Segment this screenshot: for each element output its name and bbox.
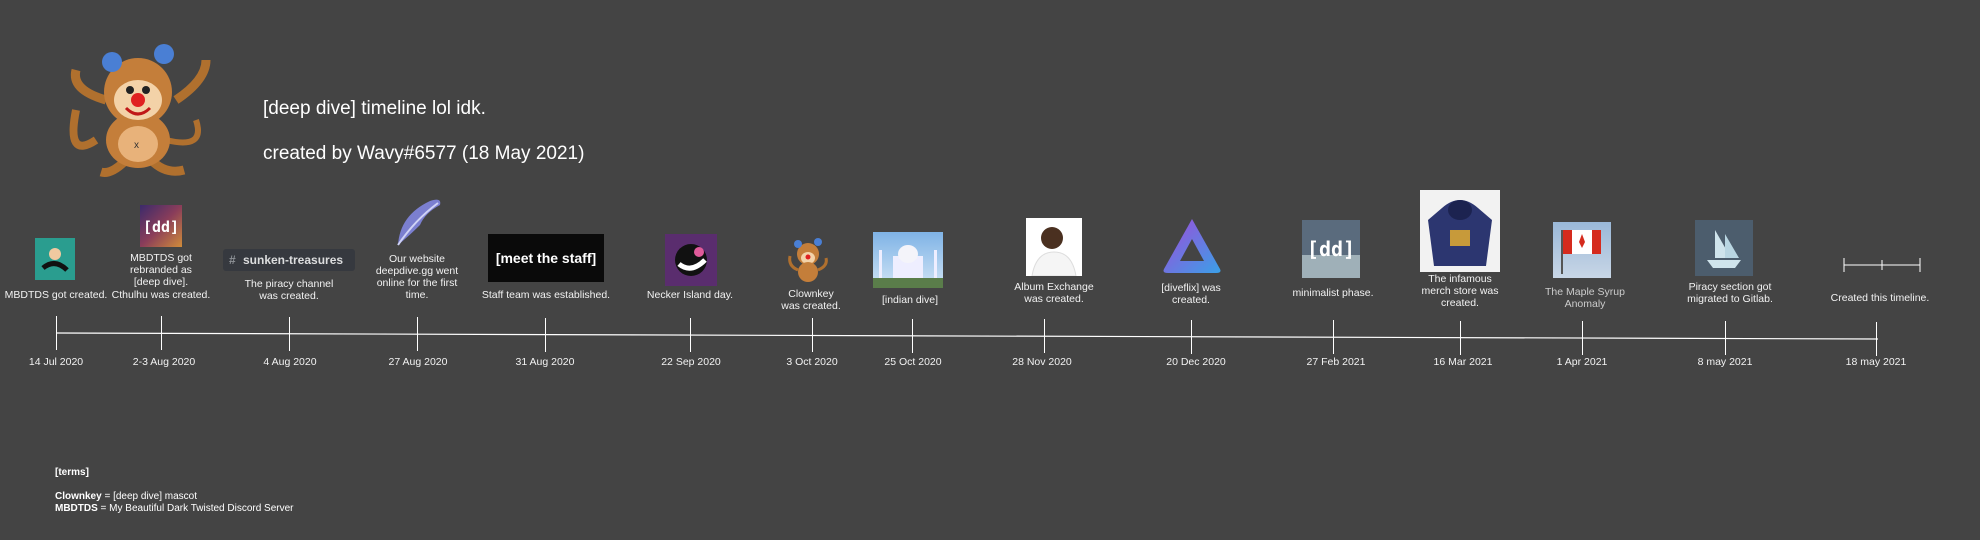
timeline-tick — [161, 316, 162, 351]
timeline-tick — [289, 316, 290, 351]
dd-minimal-text: [dd] — [1307, 237, 1355, 261]
event-caption: Created this timeline. — [1830, 292, 1930, 304]
event-date: 31 Aug 2020 — [515, 356, 575, 368]
event-date: 14 Jul 2020 — [28, 356, 84, 368]
dd-colorful-logo: [dd] — [140, 205, 182, 247]
event-date: 1 Apr 2021 — [1556, 356, 1608, 368]
event-caption: The piracy channel was created. — [244, 278, 334, 302]
event-caption: Staff team was established. — [481, 289, 611, 301]
timeline-tick — [1582, 321, 1583, 356]
event-caption: Our website deepdive.gg went online for … — [375, 253, 459, 301]
event-caption: Necker Island day. — [646, 289, 734, 301]
mini-timeline-icon — [1843, 258, 1921, 272]
term-definition: = [deep dive] mascot — [101, 491, 198, 502]
swimmer-image — [35, 238, 75, 280]
event-date: 25 Oct 2020 — [884, 356, 942, 368]
event-caption: minimalist phase. — [1292, 287, 1374, 299]
event-date: 27 Feb 2021 — [1306, 356, 1366, 368]
page-title: [deep dive] timeline lol idk. — [263, 98, 486, 119]
event-caption: The Maple Syrup Anomaly — [1545, 286, 1625, 310]
timeline-tick — [1333, 320, 1334, 355]
event-date: 16 Mar 2021 — [1433, 356, 1493, 368]
event-date: 18 may 2021 — [1845, 356, 1907, 368]
timeline-tick — [1725, 321, 1726, 356]
channel-badge: # sunken-treasures — [223, 249, 355, 271]
event-date: 27 Aug 2020 — [388, 356, 448, 368]
event-caption: [indian dive] — [881, 294, 939, 306]
event-date: 3 Oct 2020 — [786, 356, 838, 368]
event-caption-secondary: Cthulhu was created. — [111, 289, 211, 301]
ghost-ship-image — [1695, 220, 1753, 276]
timeline-tick — [56, 316, 57, 350]
page-subtitle: created by Wavy#6577 (18 May 2021) — [263, 143, 585, 164]
event-date: 2-3 Aug 2020 — [132, 356, 196, 368]
terms-heading: [terms] — [55, 467, 89, 478]
channel-badge-text: sunken-treasures — [243, 253, 343, 267]
feather-image — [390, 195, 445, 247]
event-date: 8 may 2021 — [1697, 356, 1753, 368]
cartoon-image — [665, 234, 717, 286]
person-image — [1026, 218, 1082, 276]
event-caption: Piracy section got migrated to Gitlab. — [1687, 281, 1773, 305]
dd-minimal-logo: [dd] — [1302, 220, 1360, 278]
clownkey-mascot-icon: x — [69, 44, 211, 177]
svg-text:[meet the staff]: [meet the staff] — [496, 250, 596, 266]
taj-mahal-image — [873, 232, 943, 288]
timeline-tick — [1044, 319, 1045, 354]
event-date: 4 Aug 2020 — [263, 356, 317, 368]
event-date: 20 Dec 2020 — [1166, 356, 1226, 368]
timeline-tick — [545, 317, 546, 352]
hoodie-image — [1420, 190, 1500, 272]
term-name: MBDTDS — [55, 503, 98, 514]
timeline-tick — [690, 318, 691, 353]
meet-the-staff-banner: [meet the staff] — [488, 234, 604, 282]
term-name: Clownkey — [55, 491, 102, 502]
timeline-tick — [417, 317, 418, 352]
timeline-tick — [812, 318, 813, 353]
timeline-tick — [912, 318, 913, 353]
event-caption: Clownkey was created. — [781, 288, 841, 312]
svg-text:[dd]: [dd] — [143, 218, 179, 236]
timeline-tick — [1460, 320, 1461, 355]
event-caption: Album Exchange was created. — [1014, 281, 1094, 305]
event-caption: [diveflix] was created. — [1161, 282, 1221, 306]
event-date: 28 Nov 2020 — [1012, 356, 1072, 368]
svg-text:x: x — [134, 140, 139, 151]
term-definition: = My Beautiful Dark Twisted Discord Serv… — [97, 503, 294, 514]
term-row: Clownkey = [deep dive] mascot — [55, 491, 197, 502]
event-caption: The infamous merch store was created. — [1421, 273, 1499, 309]
event-date: 22 Sep 2020 — [661, 356, 721, 368]
svg-text:#: # — [229, 253, 236, 267]
event-caption: MBDTDS got created. — [4, 289, 108, 301]
term-row: MBDTDS = My Beautiful Dark Twisted Disco… — [55, 503, 294, 514]
diveflix-logo-icon — [1163, 219, 1221, 273]
timeline-tick — [1876, 321, 1877, 356]
event-caption: MBDTDS got rebranded as [deep dive]. — [130, 252, 192, 288]
timeline-tick — [1191, 319, 1192, 354]
clownkey-small-icon — [788, 238, 828, 282]
canada-flag-image — [1553, 222, 1611, 278]
